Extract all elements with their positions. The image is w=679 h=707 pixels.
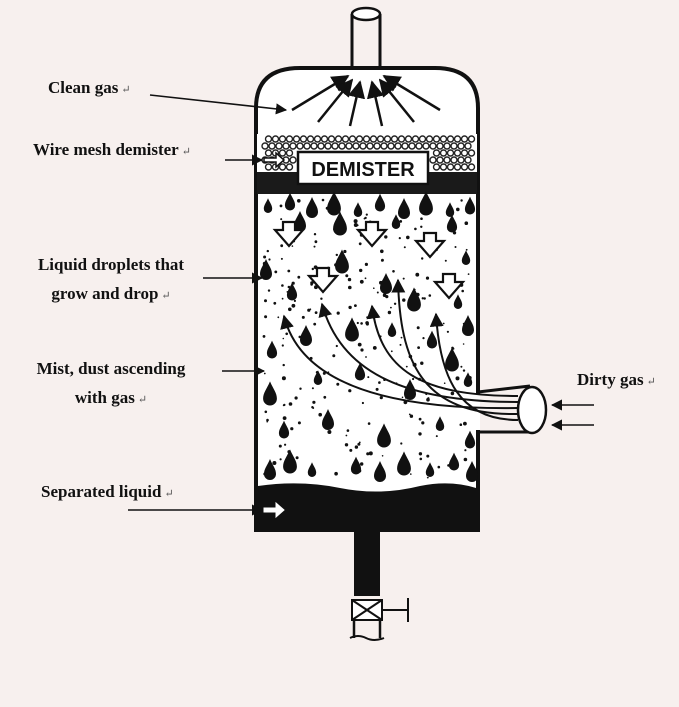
wire-mesh-demister: DEMISTER <box>257 134 477 194</box>
drain-valve <box>351 598 409 622</box>
label-separated-liquid: Separated liquid↵ <box>41 482 174 501</box>
inlet-pipe <box>477 384 531 434</box>
clean-gas-flow-arrows <box>291 74 441 127</box>
label-mist-dust: Mist, dust ascending with gas↵ <box>36 359 186 407</box>
label-liquid-droplets: Liquid droplets that grow and drop↵ <box>37 255 185 303</box>
label-wire-mesh-demister: Wire mesh demister↵ <box>33 140 191 159</box>
outlet-pipe <box>350 14 382 72</box>
demister-box-label: DEMISTER <box>311 159 415 181</box>
label-dirty-gas: Dirty gas↵ <box>577 370 656 389</box>
mist-dots <box>262 198 473 479</box>
ascending-gas-arrows <box>280 278 519 421</box>
separated-liquid-pool <box>258 483 476 528</box>
leader-arrows <box>128 94 594 516</box>
label-clean-gas: Clean gas↵ <box>48 78 131 97</box>
drain-pipe <box>354 530 380 596</box>
